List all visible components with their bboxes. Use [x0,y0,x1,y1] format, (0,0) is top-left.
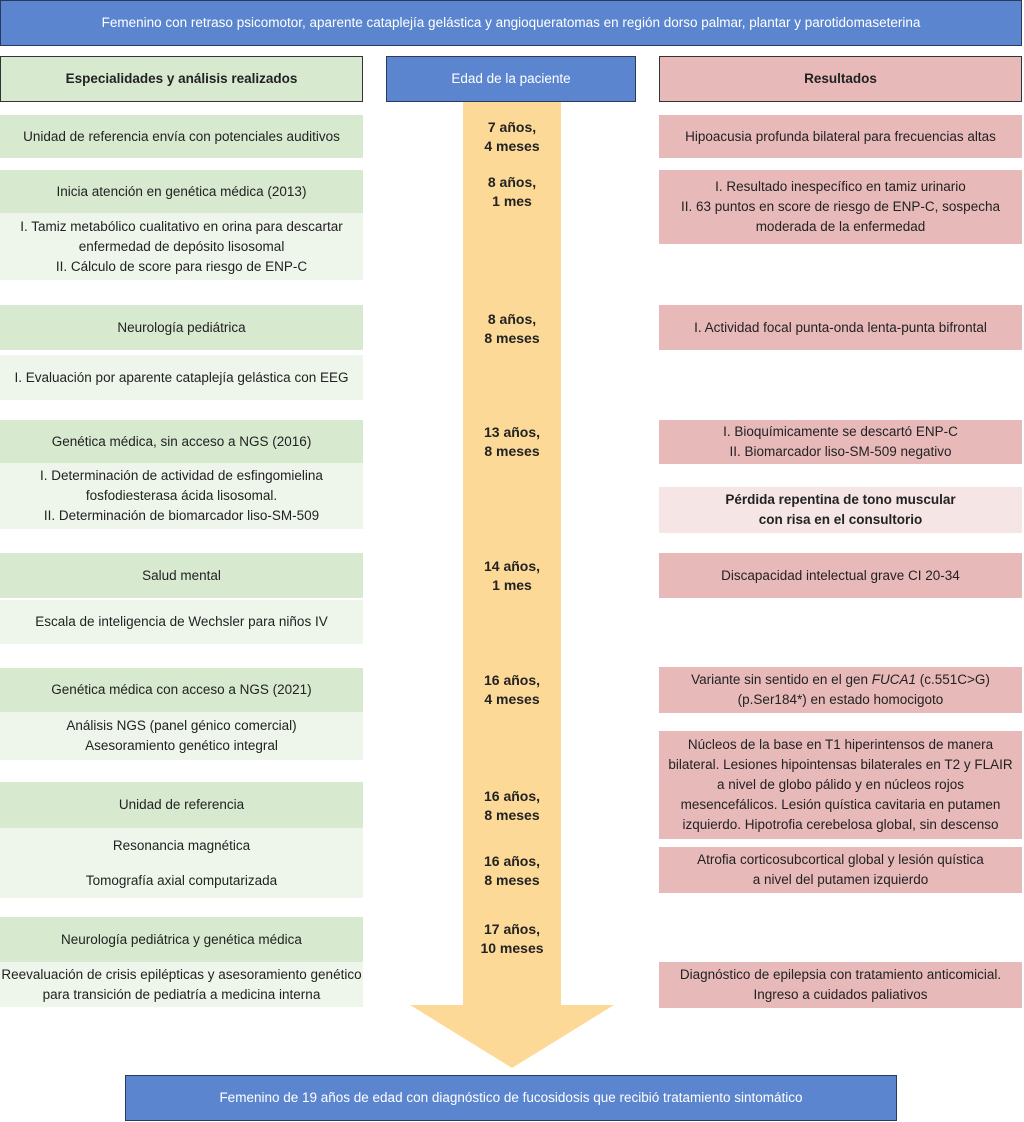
header-results: Resultados [659,56,1022,102]
result-line: a nivel del putamen izquierdo [752,872,929,887]
result-box: Diagnóstico de epilepsia con tratamiento… [659,962,1022,1008]
header-age: Edad de la paciente [386,56,636,102]
result-line: Pérdida repentina de tono muscular [725,492,956,507]
specialty-label: Genética médica, sin acceso a NGS (2016) [51,433,312,449]
result-line: con risa en el consultorio [758,512,923,527]
analysis-box: I. Determinación de actividad de esfingo… [0,463,363,529]
analysis-line: Reevaluación de crisis epilépticas y ase… [1,966,362,982]
observation-box: Pérdida repentina de tono muscular con ri… [659,487,1022,533]
result-line: II. Biomarcador liso-SM-509 negativo [729,444,952,459]
header-specialties: Especialidades y análisis realizados [0,56,363,102]
analysis-box: Análisis NGS (panel génico comercial) Ase… [0,712,363,760]
age-label: 7 años,4 meses [484,119,540,154]
analysis-line: enfermedad de depósito lisosomal [78,238,285,254]
result-box: I. Resultado inespecífico en tamiz urina… [659,170,1022,244]
result-box: Variante sin sentido en el gen FUCA1 (c.… [659,667,1022,713]
age-label: 16 años,8 meses [483,788,541,823]
result-line: mesencefálicos. Lesión quística cavitari… [680,797,1001,812]
title-banner: Femenino con retraso psicomotor, aparent… [0,0,1022,46]
analysis-line: Análisis NGS (panel génico comercial) [66,718,297,733]
specialty-box: Salud mental [0,553,363,598]
result-line: Atrofia corticosubcortical global y lesi… [697,852,984,867]
age-label: 16 años,8 meses [483,853,541,888]
result-line: Núcleos de la base en T1 hiperintensos d… [687,737,994,752]
specialty-label: Neurología pediátrica y genética médica [61,931,302,947]
analysis-line: para transición de pediatría a medicina … [42,986,321,1002]
specialty-label: Genética médica con acceso a NGS (2021) [51,682,312,697]
analysis-line: I. Evaluación por aparente cataplejía ge… [14,369,349,385]
result-box: I. Bioquímicamente se descartó ENP-C II. … [659,420,1022,464]
result-box: Discapacidad intelectual grave CI 20-34 [659,553,1022,598]
result-box: Núcleos de la base en T1 hiperintensos d… [659,731,1022,839]
result-line: I. Resultado inespecífico en tamiz urina… [715,179,966,194]
result-line: I. Actividad focal punta-onda lenta-punt… [694,319,987,335]
specialty-box: Neurología pediátrica [0,305,363,350]
analysis-line: fosfodiesterasa ácida lisosomal. [85,488,278,503]
analysis-box: Reevaluación de crisis epilépticas y ase… [0,962,363,1007]
result-box: I. Actividad focal punta-onda lenta-punt… [659,305,1022,350]
result-line: a nivel de globo pálido y en núcleos roj… [717,777,964,792]
specialty-label: Neurología pediátrica [117,319,246,335]
result-line: II. 63 puntos en score de riesgo de ENP-… [681,199,1000,214]
analysis-box: I. Tamiz metabólico cualitativo en orina… [0,213,363,280]
result-line: Ingreso a cuidados paliativos [753,987,928,1002]
analysis-line: Tomografía axial computarizada [85,872,278,888]
specialty-box: Unidad de referencia [0,782,363,828]
result-line: I. Bioquímicamente se descartó ENP-C [723,424,958,439]
specialty-box: Unidad de referencia envía con potencial… [0,115,363,158]
conclusion-text: Femenino de 19 años de edad con diagnóst… [219,1090,803,1105]
specialty-label: Unidad de referencia [118,797,245,812]
gene-name: FUCA1 [871,672,916,687]
analysis-line: Resonancia magnética [112,837,251,853]
specialty-label: Salud mental [142,567,221,583]
age-label: 8 años,1 mes [487,174,537,209]
result-box: Atrofia corticosubcortical global y lesi… [659,847,1022,893]
analysis-line: II. Determinación de biomarcador liso-SM… [43,508,320,523]
specialty-box: Genética médica con acceso a NGS (2021) [0,668,363,712]
age-label: 17 años,10 meses [480,921,544,956]
specialty-label: Unidad de referencia envía con potencial… [23,128,340,144]
result-line: Hipoacusia profunda bilateral para frecu… [685,128,996,144]
age-label: 8 años,8 meses [484,311,540,346]
age-label: 14 años,1 mes [483,558,541,593]
result-line: bilateral. Lesiones hipointensas bilater… [668,757,1013,772]
result-line: Variante sin sentido en el gen FUCA1 (c.… [691,672,990,687]
analysis-line: Escala de inteligencia de Wechsler para … [35,614,328,629]
conclusion-banner: Femenino de 19 años de edad con diagnóst… [125,1075,897,1121]
analysis-line: I. Tamiz metabólico cualitativo en orina… [20,218,343,234]
specialty-box: Genética médica, sin acceso a NGS (2016) [0,420,363,463]
analysis-box: Escala de inteligencia de Wechsler para … [0,600,363,644]
specialty-box: Inicia atención en genética médica (2013… [0,170,363,213]
analysis-line: II. Cálculo de score para riesgo de ENP-… [55,258,308,274]
analysis-line: Asesoramiento genético integral [85,738,278,753]
result-box: Hipoacusia profunda bilateral para frecu… [659,115,1022,158]
result-line: izquierdo. Hipotrofia cerebelosa global,… [682,817,999,832]
header-results-text: Resultados [804,71,877,86]
age-label: 16 años,4 meses [483,672,541,707]
age-label: 13 años,8 meses [483,424,541,459]
specialty-box: Neurología pediátrica y genética médica [0,917,363,962]
header-age-text: Edad de la paciente [451,71,571,86]
specialty-label: Inicia atención en genética médica (2013… [56,183,307,199]
result-line: (p.Ser184*) en estado homocigoto [737,692,944,707]
result-line: Diagnóstico de epilepsia con tratamiento… [679,967,1002,982]
result-line: moderada de la enfermedad [755,219,926,234]
title-text: Femenino con retraso psicomotor, aparent… [101,15,921,30]
header-specialties-text: Especialidades y análisis realizados [65,71,298,86]
result-line: Discapacidad intelectual grave CI 20-34 [721,567,960,583]
analysis-box: I. Evaluación por aparente cataplejía ge… [0,355,363,400]
analysis-line: I. Determinación de actividad de esfingo… [40,468,323,483]
